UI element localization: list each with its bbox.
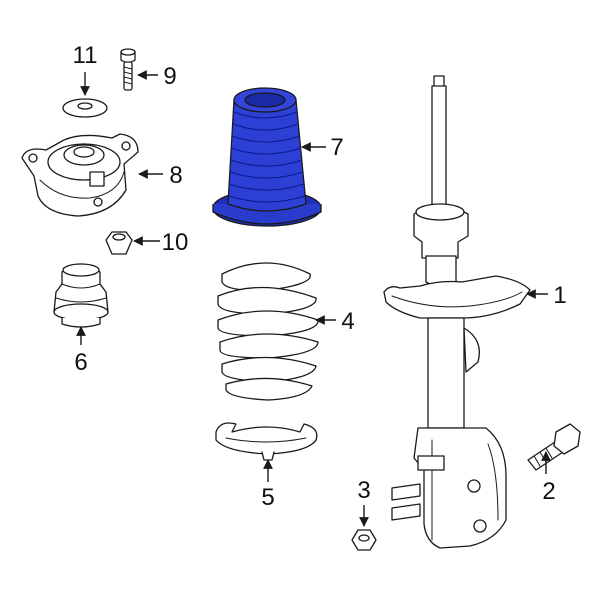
- part-4-coil-spring[interactable]: [217, 262, 319, 401]
- callout-7[interactable]: 7: [330, 134, 343, 161]
- callout-10[interactable]: 10: [162, 229, 189, 256]
- callout-1[interactable]: 1: [553, 282, 566, 309]
- callout-3[interactable]: 3: [357, 477, 370, 504]
- part-1-strut[interactable]: [383, 75, 531, 549]
- callout-5[interactable]: 5: [261, 484, 274, 511]
- callout-2[interactable]: 2: [542, 478, 555, 505]
- callout-6[interactable]: 6: [74, 349, 87, 376]
- part-2-bolt[interactable]: [527, 423, 581, 471]
- part-9-bolt[interactable]: [120, 48, 136, 91]
- callout-labels: 11 9 8 10 6 7 4 5 1 2 3: [73, 42, 567, 511]
- part-11-washer[interactable]: [62, 98, 108, 118]
- part-7-dust-boot[interactable]: [212, 87, 322, 227]
- part-6-bump-stop[interactable]: [53, 263, 109, 328]
- callout-8[interactable]: 8: [169, 162, 182, 189]
- part-3-nut[interactable]: [351, 529, 377, 551]
- part-10-nut[interactable]: [105, 231, 133, 255]
- callout-9[interactable]: 9: [163, 63, 176, 90]
- callout-11[interactable]: 11: [73, 42, 98, 69]
- callout-leaders: [76, 70, 551, 527]
- callout-4[interactable]: 4: [341, 308, 354, 335]
- part-8-strut-mount[interactable]: [21, 133, 139, 217]
- part-5-spring-seat[interactable]: [215, 422, 318, 461]
